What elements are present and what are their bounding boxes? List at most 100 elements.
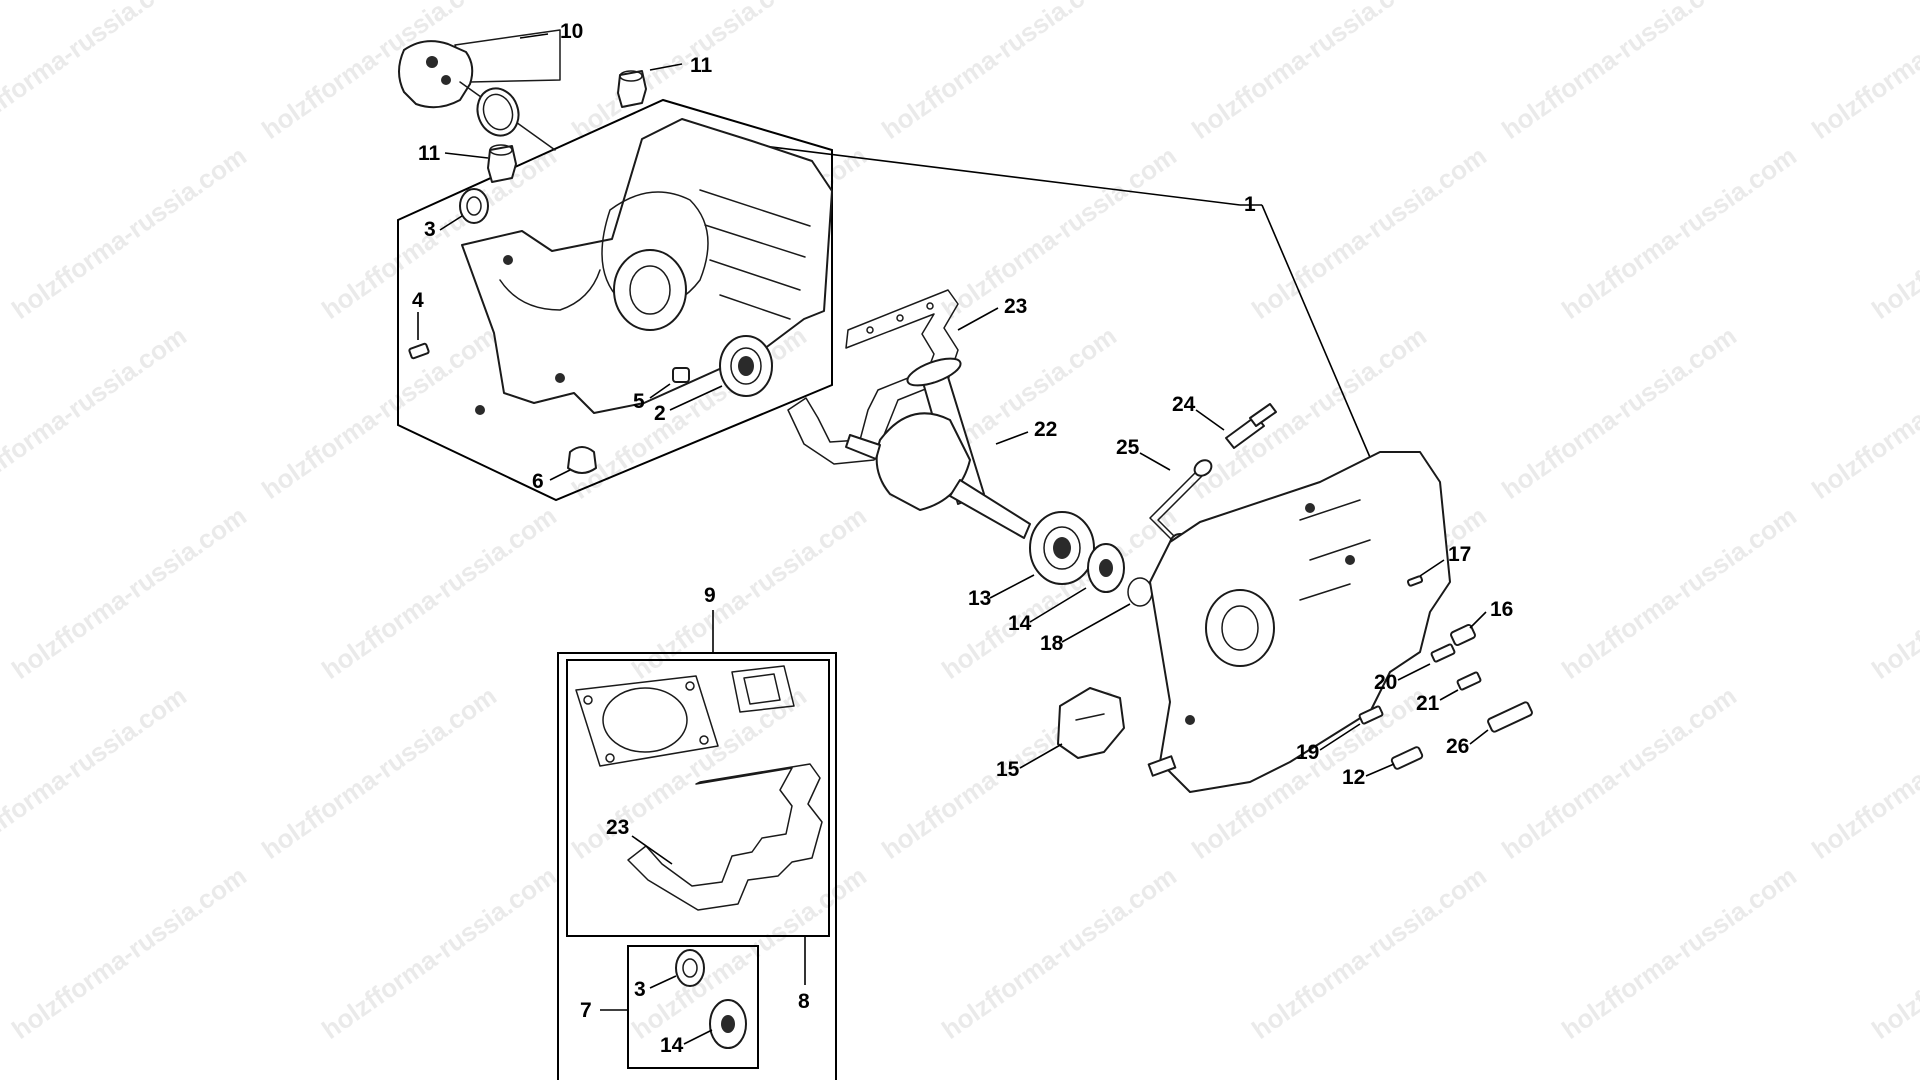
- callout-label: 1: [1244, 193, 1256, 216]
- callout-leader: [631, 835, 673, 865]
- grommet-lower: [487, 144, 517, 183]
- callout-leader: [957, 307, 999, 331]
- crankshaft: [845, 357, 1031, 539]
- callout-label: 16: [1490, 598, 1513, 621]
- callout-label: 23: [1004, 295, 1027, 318]
- grommet-upper: [617, 70, 647, 108]
- circlip: [1127, 577, 1153, 607]
- callout-leader: [1139, 452, 1171, 471]
- callout-leader: [1469, 729, 1489, 745]
- callout-label: 11: [418, 142, 441, 165]
- oil-seal-kit: [675, 949, 705, 987]
- callout-leader: [444, 152, 489, 159]
- screw-small: [1406, 575, 1424, 587]
- bushing: [1450, 623, 1476, 647]
- watermark-text: holzfforma-russia.com: [1496, 680, 1742, 865]
- crankcase-right-half: [1147, 451, 1451, 793]
- callout-label: 11: [690, 54, 713, 77]
- stud-19: [1358, 705, 1384, 725]
- gasket-set-frame: [566, 659, 830, 937]
- oil-seal-kit-14: [709, 999, 747, 1049]
- screw-12: [1390, 746, 1424, 770]
- watermark-text: holzfforma-russia.com: [316, 860, 562, 1045]
- watermark-text: holzfforma-russia.com: [876, 0, 1122, 145]
- callout-label: 10: [560, 20, 583, 43]
- watermark-text: holzfforma-russia.com: [6, 500, 252, 685]
- watermark-text: holzfforma-russia.com: [1556, 500, 1802, 685]
- watermark-text: holzfforma-russia.com: [316, 500, 562, 685]
- callout-leader: [989, 574, 1035, 599]
- callout-leader: [649, 383, 671, 399]
- watermark-text: holzfforma-russia.com: [1806, 320, 1920, 505]
- callout-label: 7: [580, 999, 592, 1022]
- callout-label: 6: [532, 470, 544, 493]
- watermark-text: holzfforma-russia.com: [1246, 140, 1492, 325]
- oil-seal-right: [1087, 543, 1125, 593]
- callout-leader: [1365, 763, 1395, 777]
- callout-leader: [649, 975, 677, 989]
- callout-leader: [439, 215, 463, 231]
- callout-label: 14: [660, 1034, 684, 1057]
- callout-leader: [1469, 611, 1487, 629]
- crankcase-group-outline: [397, 98, 833, 502]
- callout-label: 20: [1374, 671, 1397, 694]
- callout-leader: [1061, 603, 1131, 643]
- callout-label: 19: [1296, 741, 1319, 764]
- callout-leader: [1319, 723, 1361, 751]
- gasket-crankcase-kit: [627, 763, 823, 911]
- callout-label: 4: [412, 289, 424, 312]
- stud-21: [1456, 671, 1482, 691]
- buffer-bracket: [1057, 687, 1125, 759]
- callout-label: 3: [634, 978, 646, 1001]
- callout-label: 2: [654, 402, 666, 425]
- kit-9-frame: [557, 652, 837, 1080]
- oil-pump-assembly: [398, 29, 561, 151]
- callout-label: 25: [1116, 436, 1140, 459]
- callout-label: 18: [1040, 632, 1064, 655]
- ball-bearing-left: [719, 335, 773, 397]
- callout-label: 12: [1342, 766, 1365, 789]
- callout-leader: [1195, 409, 1225, 431]
- callout-label: 15: [996, 758, 1020, 781]
- callout-leader: [1439, 689, 1459, 701]
- oil-seal-upper: [459, 188, 489, 224]
- watermark-text: holzfforma-russia.com: [1556, 860, 1802, 1045]
- callout-label: 26: [1446, 735, 1469, 758]
- callout-leader: [1029, 587, 1087, 623]
- watermark-text: holzfforma-russia.com: [1246, 860, 1492, 1045]
- watermark-text: holzfforma-russia.com: [1866, 500, 1920, 685]
- callout-label: 21: [1416, 692, 1440, 715]
- callout-leader: [683, 1029, 713, 1045]
- callout-label: 3: [424, 218, 436, 241]
- ball-bearing-right: [1029, 511, 1095, 585]
- watermark-text: holzfforma-russia.com: [6, 860, 252, 1045]
- callout-leader: [1019, 743, 1063, 769]
- stud-20: [1430, 643, 1456, 663]
- callout-label: 17: [1448, 543, 1471, 566]
- callout-1-leader-a: [754, 144, 1241, 206]
- watermark-text: holzfforma-russia.com: [1496, 320, 1742, 505]
- kit-7-frame: [627, 945, 759, 1069]
- muffler-gasket: [731, 665, 795, 713]
- callout-leader: [649, 63, 683, 71]
- callout-label: 13: [968, 587, 991, 610]
- watermark-text: holzfforma-russia.com: [256, 680, 502, 865]
- watermark-text: holzfforma-russia.com: [0, 0, 192, 145]
- watermark-text: holzfforma-russia.com: [1866, 140, 1920, 325]
- callout-label: 22: [1034, 418, 1057, 441]
- callout-label: 14: [1008, 612, 1032, 635]
- callout-leader: [1419, 559, 1445, 577]
- watermark-text: holzfforma-russia.com: [1556, 140, 1802, 325]
- watermark-text: holzfforma-russia.com: [1866, 860, 1920, 1045]
- callout-label: 23: [606, 816, 629, 839]
- plug: [567, 446, 597, 474]
- watermark-text: holzfforma-russia.com: [1496, 0, 1742, 145]
- watermark-text: holzfforma-russia.com: [1186, 0, 1432, 145]
- cylinder-gasket: [575, 675, 719, 767]
- callout-label: 9: [704, 584, 716, 607]
- oil-line-fitting: [1225, 403, 1277, 449]
- callout-label: 5: [633, 390, 645, 413]
- callout-leader: [549, 469, 571, 481]
